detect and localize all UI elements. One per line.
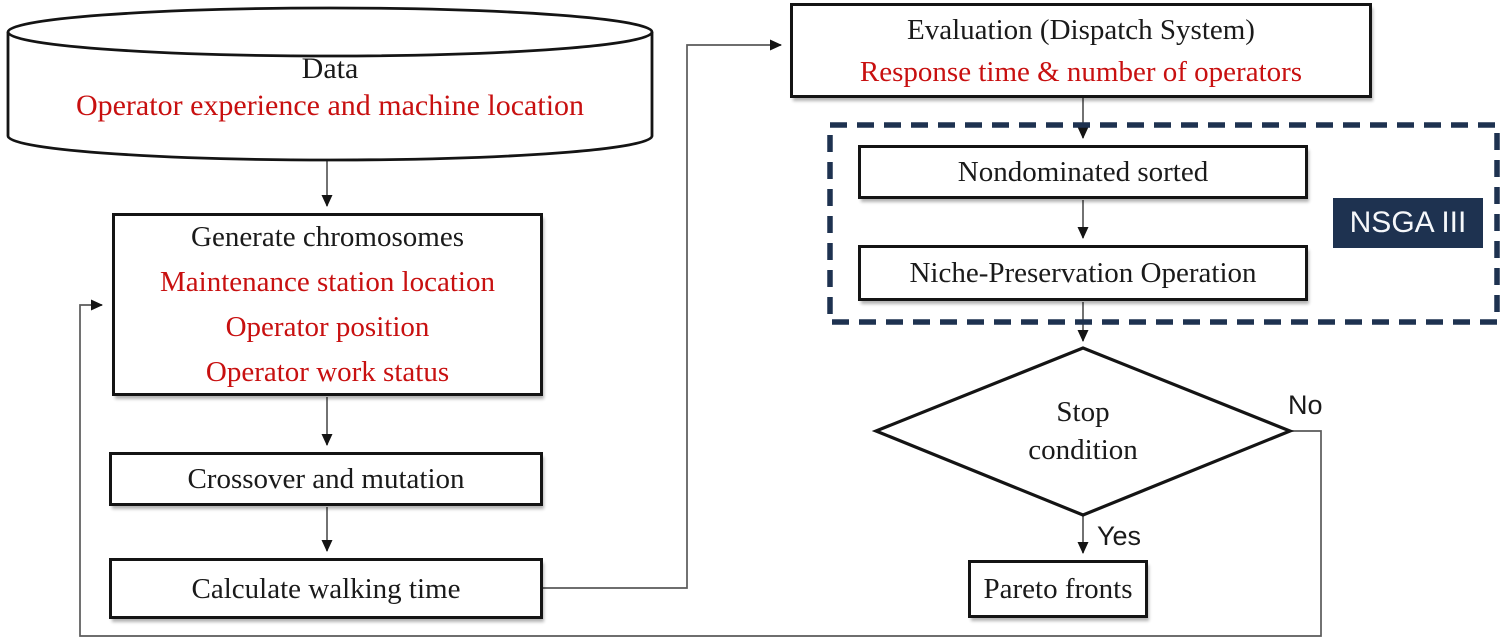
- nsga-iii-label: NSGA III: [1349, 206, 1467, 239]
- generate-detail: Maintenance station location: [159, 265, 495, 298]
- edge-no-loop: [79, 299, 1322, 637]
- data-store-subtitle: Operator experience and machine location: [75, 89, 585, 122]
- crossover-mutation-node: Crossover and mutation: [109, 452, 543, 506]
- nondominated-sorted-node: Nondominated sorted: [858, 145, 1308, 199]
- generate-detail: Operator work status: [205, 355, 450, 388]
- generate-title: Generate chromosomes: [191, 220, 464, 253]
- stop-diamond-shape: [871, 346, 1295, 517]
- yes-edge-label: Yes: [1097, 521, 1142, 551]
- nsga-iii-badge: NSGA III: [1333, 198, 1483, 248]
- generate-detail: Operator position: [225, 310, 430, 343]
- evaluation-title: Evaluation (Dispatch System): [907, 13, 1255, 46]
- edge-calculate-to-evaluation: [543, 39, 782, 589]
- nsga-dashed-frame: [827, 122, 1500, 325]
- pareto-fronts-node: Pareto fronts: [968, 560, 1148, 618]
- calculate-label: Calculate walking time: [191, 572, 461, 605]
- pareto-label: Pareto fronts: [983, 573, 1133, 605]
- calculate-walking-time-node: Calculate walking time: [109, 558, 543, 619]
- evaluation-subtitle: Response time & number of operators: [859, 55, 1303, 88]
- crossover-label: Crossover and mutation: [187, 463, 465, 495]
- evaluation-node: Evaluation (Dispatch System) Response ti…: [790, 3, 1372, 98]
- generate-chromosomes-node: Generate chromosomes Maintenance station…: [112, 213, 543, 396]
- niche-preservation-node: Niche-Preservation Operation: [858, 245, 1308, 301]
- data-store-title: Data: [301, 52, 359, 85]
- niche-label: Niche-Preservation Operation: [909, 257, 1257, 289]
- stop-condition-label: Stop condition: [1028, 396, 1138, 466]
- nondominated-label: Nondominated sorted: [957, 156, 1209, 188]
- no-edge-label: No: [1288, 390, 1323, 420]
- stop-condition-node: Stop condition: [1008, 393, 1158, 469]
- data-store-node: Data Operator experience and machine loc…: [30, 50, 630, 124]
- data-cylinder-shape: [6, 6, 654, 162]
